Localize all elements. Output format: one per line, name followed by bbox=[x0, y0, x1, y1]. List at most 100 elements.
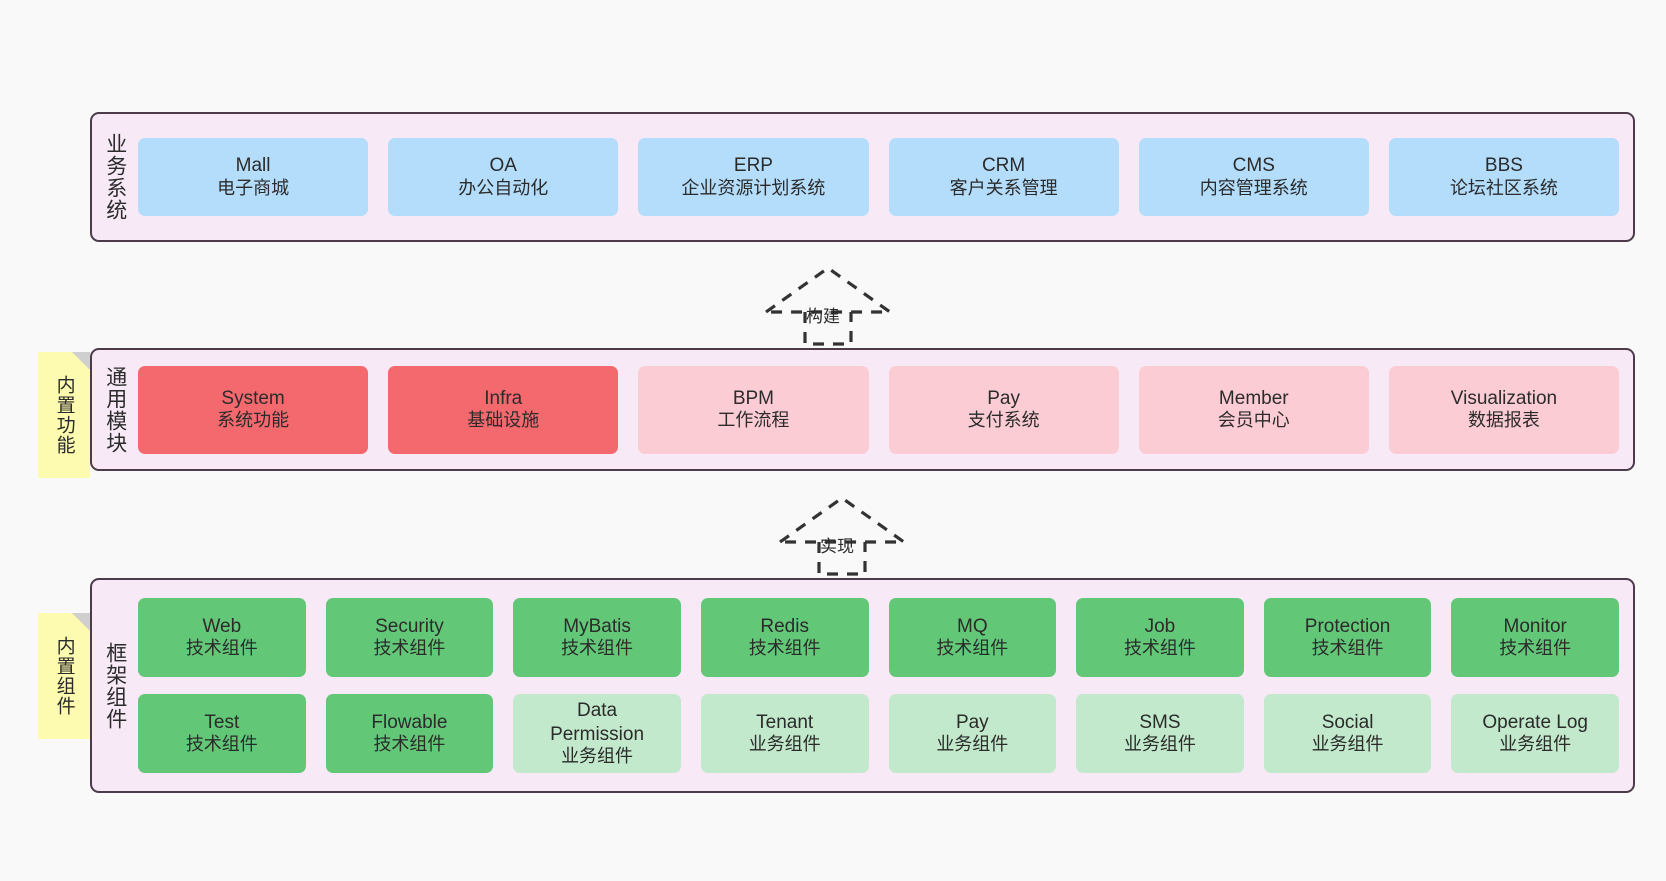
framework-cell: Job 技术组件 bbox=[1076, 598, 1244, 677]
connector-implement-label: 实现 bbox=[820, 537, 854, 556]
framework-box-mybatis-name: MyBatis bbox=[563, 615, 631, 637]
framework-box-mq[interactable]: MQ 技术组件 bbox=[888, 598, 1057, 677]
note-builtin-function: 内置功能 bbox=[38, 352, 90, 478]
framework-box-flowable-name: Flowable bbox=[371, 711, 448, 733]
framework-box-redis[interactable]: Redis 技术组件 bbox=[700, 598, 869, 677]
framework-box-mq-name: MQ bbox=[957, 615, 988, 637]
module-cell: Visualization 数据报表 bbox=[1388, 365, 1620, 454]
framework-box-data-permission-name: Data Permission bbox=[550, 700, 645, 745]
module-cell: BPM 工作流程 bbox=[638, 365, 869, 454]
framework-cell: MyBatis 技术组件 bbox=[513, 598, 681, 677]
business-box-erp[interactable]: ERP 企业资源计划系统 bbox=[638, 138, 869, 216]
business-box-oa-name: OA bbox=[489, 155, 517, 177]
framework-box-tenant[interactable]: Tenant 业务组件 bbox=[700, 694, 869, 773]
module-box-pay[interactable]: Pay 支付系统 bbox=[888, 365, 1119, 454]
framework-cell: Monitor 技术组件 bbox=[1451, 598, 1619, 677]
module-box-bpm-desc: 工作流程 bbox=[717, 410, 790, 431]
business-box-cms-name: CMS bbox=[1232, 155, 1275, 177]
layer-business-system-label: 业务系统 bbox=[103, 133, 127, 221]
framework-box-pay[interactable]: Pay 业务组件 bbox=[888, 694, 1057, 773]
business-cell: ERP 企业资源计划系统 bbox=[638, 138, 869, 216]
business-system-row: Mall 电子商城 OA 办公自动化 ERP 企业资源计划系统 bbox=[138, 138, 1620, 216]
module-box-infra[interactable]: Infra 基础设施 bbox=[388, 365, 619, 454]
module-box-bpm-name: BPM bbox=[732, 387, 775, 409]
layer-common-module-body: System 系统功能 Infra 基础设施 BPM 工作流程 bbox=[138, 350, 1633, 469]
note-builtin-function-label: 内置功能 bbox=[53, 375, 75, 455]
business-box-crm[interactable]: CRM 客户关系管理 bbox=[888, 138, 1119, 216]
framework-cell: Security 技术组件 bbox=[325, 598, 494, 677]
business-cell: CRM 客户关系管理 bbox=[888, 138, 1119, 216]
framework-box-security[interactable]: Security 技术组件 bbox=[325, 598, 494, 677]
framework-box-monitor-name: Monitor bbox=[1503, 615, 1567, 637]
connector-build-label: 构建 bbox=[806, 307, 840, 326]
business-box-cms-desc: 内容管理系统 bbox=[1199, 177, 1308, 198]
framework-box-operate-log-desc: 业务组件 bbox=[1499, 734, 1572, 755]
framework-box-mybatis[interactable]: MyBatis 技术组件 bbox=[513, 598, 681, 677]
module-cell: System 系统功能 bbox=[138, 365, 369, 454]
framework-box-security-desc: 技术组件 bbox=[373, 638, 446, 659]
framework-box-web-desc: 技术组件 bbox=[185, 638, 258, 659]
module-cell: Member 会员中心 bbox=[1138, 365, 1369, 454]
framework-component-row-technical: Web 技术组件 Security 技术组件 MyBatis 技术组件 bbox=[138, 598, 1619, 677]
framework-box-data-permission-desc: 业务组件 bbox=[561, 745, 634, 766]
business-box-mall-desc: 电子商城 bbox=[217, 177, 290, 198]
layer-common-module: 通用模块 System 系统功能 Infra 基础设施 bbox=[90, 348, 1635, 471]
framework-box-monitor-desc: 技术组件 bbox=[1499, 638, 1572, 659]
module-box-member-desc: 会员中心 bbox=[1217, 410, 1290, 431]
framework-component-row-business: Test 技术组件 Flowable 技术组件 Data Permission … bbox=[138, 694, 1619, 773]
module-box-bpm[interactable]: BPM 工作流程 bbox=[638, 365, 869, 454]
module-box-member-name: Member bbox=[1218, 387, 1289, 409]
business-box-bbs[interactable]: BBS 论坛社区系统 bbox=[1388, 138, 1620, 216]
framework-box-operate-log-name: Operate Log bbox=[1482, 711, 1588, 733]
framework-box-mq-desc: 技术组件 bbox=[936, 638, 1009, 659]
common-module-row: System 系统功能 Infra 基础设施 BPM 工作流程 bbox=[138, 365, 1620, 454]
note-fold-corner-icon bbox=[72, 352, 90, 370]
business-cell: CMS 内容管理系统 bbox=[1138, 138, 1369, 216]
module-box-system[interactable]: System 系统功能 bbox=[138, 365, 369, 454]
framework-box-test[interactable]: Test 技术组件 bbox=[138, 694, 306, 773]
module-box-visualization[interactable]: Visualization 数据报表 bbox=[1388, 365, 1620, 454]
business-box-mall[interactable]: Mall 电子商城 bbox=[138, 138, 369, 216]
framework-cell: Data Permission 业务组件 bbox=[513, 694, 681, 773]
business-cell: BBS 论坛社区系统 bbox=[1388, 138, 1620, 216]
business-box-bbs-name: BBS bbox=[1484, 155, 1523, 177]
framework-box-sms-desc: 业务组件 bbox=[1123, 734, 1196, 755]
framework-box-job[interactable]: Job 技术组件 bbox=[1076, 598, 1244, 677]
framework-box-job-name: Job bbox=[1144, 615, 1176, 637]
framework-cell: Pay 业务组件 bbox=[888, 694, 1057, 773]
framework-box-web[interactable]: Web 技术组件 bbox=[138, 598, 306, 677]
framework-box-protection[interactable]: Protection 技术组件 bbox=[1263, 598, 1432, 677]
framework-box-tenant-desc: 业务组件 bbox=[748, 734, 821, 755]
framework-box-social-desc: 业务组件 bbox=[1311, 734, 1384, 755]
framework-box-test-desc: 技术组件 bbox=[185, 734, 258, 755]
module-box-pay-name: Pay bbox=[987, 387, 1020, 409]
framework-box-job-desc: 技术组件 bbox=[1123, 638, 1196, 659]
framework-box-tenant-name: Tenant bbox=[756, 711, 814, 733]
framework-box-web-name: Web bbox=[202, 615, 242, 637]
layer-business-system-body: Mall 电子商城 OA 办公自动化 ERP 企业资源计划系统 bbox=[138, 114, 1633, 240]
module-box-infra-name: Infra bbox=[484, 387, 523, 409]
module-cell: Infra 基础设施 bbox=[388, 365, 619, 454]
framework-box-sms[interactable]: SMS 业务组件 bbox=[1076, 694, 1244, 773]
note-fold-corner-icon bbox=[72, 613, 90, 631]
business-box-crm-name: CRM bbox=[981, 155, 1026, 177]
module-box-member[interactable]: Member 会员中心 bbox=[1138, 365, 1369, 454]
module-box-system-desc: 系统功能 bbox=[217, 410, 290, 431]
framework-box-redis-name: Redis bbox=[760, 615, 809, 637]
layer-common-module-label: 通用模块 bbox=[103, 365, 127, 454]
business-box-crm-desc: 客户关系管理 bbox=[949, 177, 1058, 198]
framework-box-monitor[interactable]: Monitor 技术组件 bbox=[1451, 598, 1619, 677]
framework-cell: MQ 技术组件 bbox=[888, 598, 1057, 677]
framework-box-flowable[interactable]: Flowable 技术组件 bbox=[325, 694, 494, 773]
business-box-cms[interactable]: CMS 内容管理系统 bbox=[1138, 138, 1369, 216]
framework-cell: Redis 技术组件 bbox=[700, 598, 869, 677]
framework-cell: Web 技术组件 bbox=[138, 598, 306, 677]
framework-box-pay-desc: 业务组件 bbox=[936, 734, 1009, 755]
framework-box-social[interactable]: Social 业务组件 bbox=[1263, 694, 1432, 773]
framework-box-test-name: Test bbox=[204, 711, 240, 733]
module-cell: Pay 支付系统 bbox=[888, 365, 1119, 454]
framework-box-data-permission[interactable]: Data Permission 业务组件 bbox=[513, 694, 681, 773]
framework-cell: Social 业务组件 bbox=[1263, 694, 1432, 773]
business-box-oa[interactable]: OA 办公自动化 bbox=[388, 138, 619, 216]
framework-box-operate-log[interactable]: Operate Log 业务组件 bbox=[1451, 694, 1619, 773]
